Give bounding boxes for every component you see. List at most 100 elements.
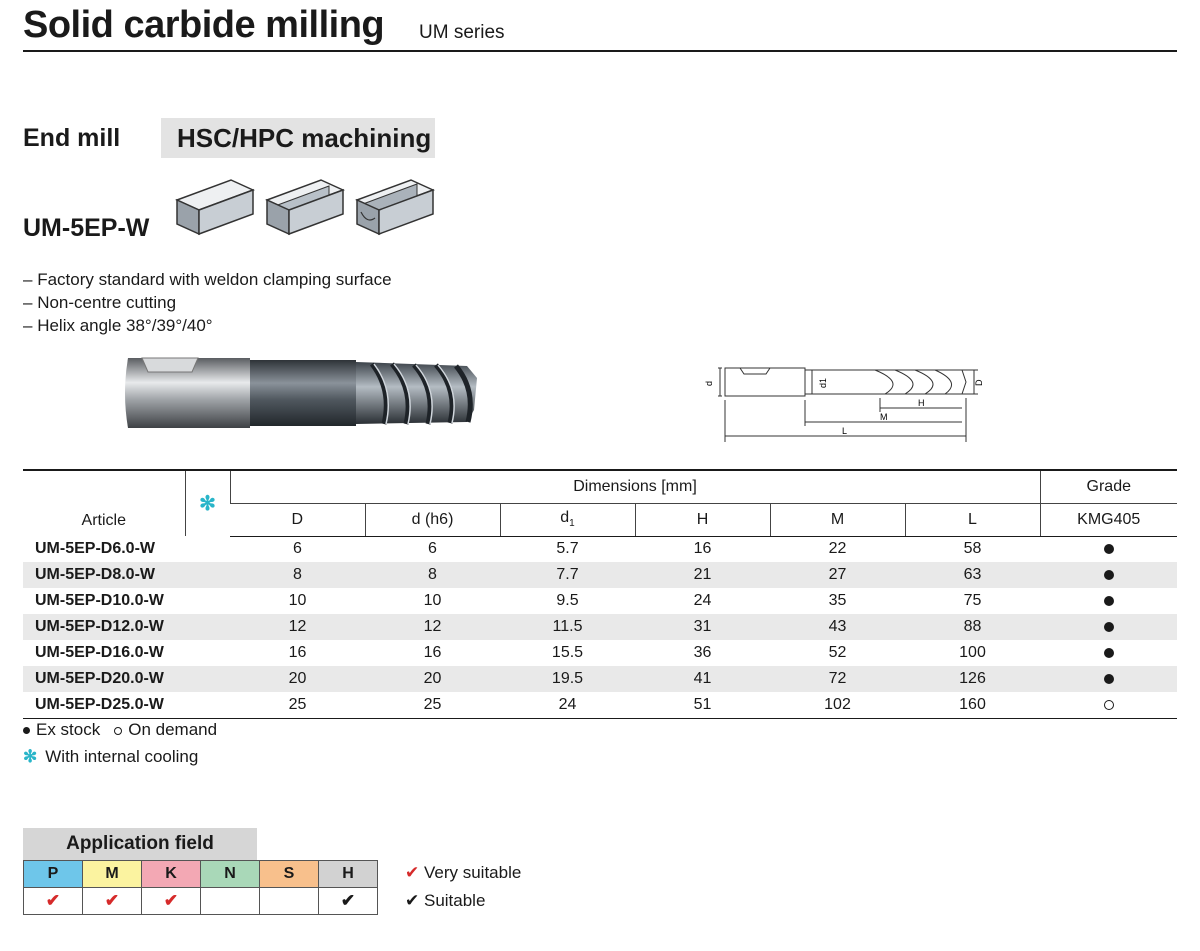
cell-H: 51 <box>635 692 770 719</box>
dim-label-L: L <box>842 426 847 436</box>
cell-H: 41 <box>635 666 770 692</box>
cell-d-h6: 10 <box>423 592 442 609</box>
ex-stock-label: Ex stock <box>36 720 101 739</box>
cell-L: 63 <box>905 562 1040 588</box>
step-block-icon <box>265 179 345 236</box>
article-header: Article <box>23 469 185 536</box>
col-header-d-h6: d (h6) <box>364 503 500 537</box>
cell-H: 36 <box>693 644 712 661</box>
col-header-d1: d1 <box>499 503 635 537</box>
cell-d1: 11.5 <box>500 614 635 640</box>
cooling-cell <box>185 692 230 719</box>
model-name: UM-5EP-W <box>23 214 150 242</box>
cell-d-h6: 6 <box>428 540 437 558</box>
cell-D: 20 <box>230 666 365 692</box>
material-m: M <box>82 860 142 888</box>
ex-stock-icon <box>1103 544 1114 555</box>
cell-D: 16 <box>288 644 307 661</box>
dim-label-M: M <box>880 412 888 422</box>
cell-L: 58 <box>963 540 982 558</box>
feature-item: Non-centre cutting <box>23 291 392 314</box>
grade-cell <box>1040 562 1177 588</box>
grade-cell <box>1040 640 1177 666</box>
end-mill-photo <box>125 357 477 428</box>
cell-M: 43 <box>770 614 905 640</box>
application-field-title: Application field <box>23 828 257 860</box>
article-cell: UM-5EP-D8.0-W <box>23 562 185 588</box>
material-rating: ✔ <box>318 887 378 915</box>
cell-H: 31 <box>635 614 770 640</box>
grade-cell <box>1040 666 1177 692</box>
grade-name: KMG405 <box>1039 503 1177 537</box>
ex-stock-icon <box>1103 595 1114 606</box>
grade-header: Grade <box>1039 469 1177 504</box>
red-check-icon: ✔ <box>104 891 120 910</box>
cell-L: 100 <box>959 644 986 661</box>
very-suitable-label: Very suitable <box>423 863 522 882</box>
cell-d1: 7.7 <box>500 562 635 588</box>
internal-cooling-icon: ✻ <box>23 747 38 766</box>
feature-item: Factory standard with weldon clamping su… <box>23 268 391 291</box>
material-n: N <box>200 860 260 888</box>
check-icon: ✔ <box>405 891 420 910</box>
red-check-icon: ✔ <box>163 891 179 910</box>
ex-stock-icon <box>1103 673 1114 684</box>
dimensions-header: Dimensions [mm] <box>229 469 1040 504</box>
cell-d1: 9.5 <box>556 592 579 609</box>
page-header: Solid carbide milling UM series <box>23 4 1177 52</box>
col-header-L: L <box>904 503 1040 537</box>
cell-D: 8 <box>230 562 365 588</box>
grade-cell <box>1040 692 1177 719</box>
on-demand-label: On demand <box>128 720 218 739</box>
material-rating <box>200 887 260 915</box>
material-rating <box>259 887 319 915</box>
cooling-header: ✻ <box>184 469 230 536</box>
dimensions-table: Article ✻ Dimensions [mm] Grade D d (h6)… <box>23 469 1177 719</box>
col-header-H: H <box>634 503 770 537</box>
on-demand-icon <box>1103 699 1114 710</box>
dim-label-d1: d1 <box>818 378 828 388</box>
cooling-cell <box>185 536 230 562</box>
material-rating: ✔ <box>141 887 201 915</box>
internal-cooling-icon: ✻ <box>199 493 216 515</box>
cooling-cell <box>185 562 230 588</box>
material-rating: ✔ <box>23 887 83 915</box>
feature-item: Helix angle 38°/39°/40° <box>23 314 392 337</box>
article-cell: UM-5EP-D20.0-W <box>23 666 185 692</box>
col-header-D: D <box>230 503 365 537</box>
check-icon: ✔ <box>340 891 356 910</box>
slot-block-icon <box>355 179 435 236</box>
feature-list: Factory standard with weldon clamping su… <box>23 268 392 337</box>
article-cell: UM-5EP-D6.0-W <box>35 540 156 557</box>
ex-stock-icon <box>23 727 30 735</box>
cell-L: 75 <box>963 592 982 609</box>
grade-cell <box>1040 536 1177 562</box>
material-s: S <box>259 860 319 888</box>
cell-D: 10 <box>288 592 307 609</box>
cell-d1: 24 <box>500 692 635 719</box>
cell-d1: 19.5 <box>500 666 635 692</box>
suitable-label: Suitable <box>423 891 486 910</box>
material-k: K <box>141 860 201 888</box>
grade-cell <box>1040 588 1177 614</box>
ex-stock-icon <box>1103 647 1114 658</box>
cell-d1: 15.5 <box>551 644 584 661</box>
article-cell: UM-5EP-D25.0-W <box>23 692 185 719</box>
cell-D: 25 <box>230 692 365 719</box>
suitable-legend: ✔ Suitable <box>405 891 485 911</box>
cooling-cell <box>185 614 230 640</box>
very-suitable-legend: ✔ Very suitable <box>405 863 521 883</box>
dim-label-H: H <box>918 398 925 408</box>
cell-M: 72 <box>770 666 905 692</box>
cell-M: 35 <box>828 592 847 609</box>
section-label: End mill <box>23 124 121 152</box>
machining-badge: HSC/HPC machining <box>161 118 435 158</box>
